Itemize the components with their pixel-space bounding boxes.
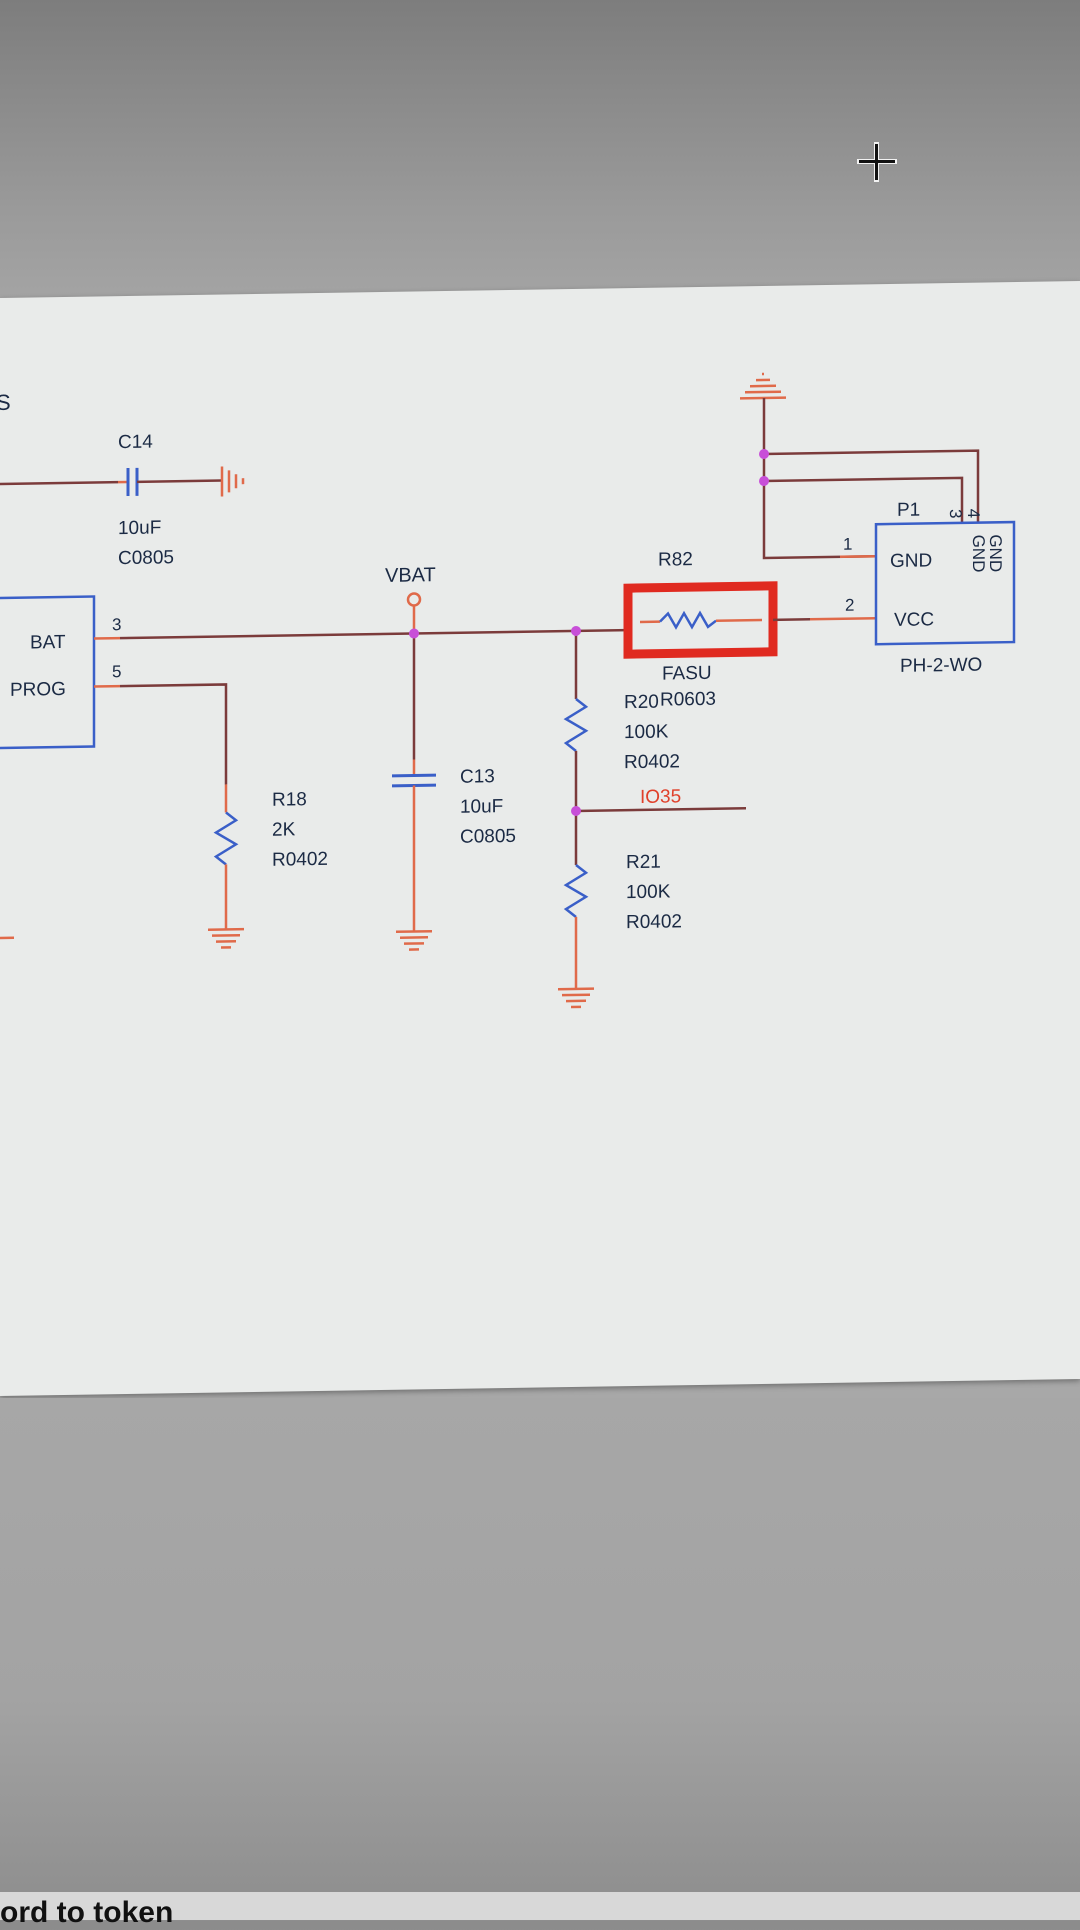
c13-ref: C13 bbox=[460, 766, 495, 788]
r20-resistor[interactable] bbox=[566, 631, 586, 811]
schematic-sheet[interactable]: S C14 10uF C0805 BAT PROG 3 5 bbox=[0, 281, 1080, 1396]
p1-pin3-number: 3 bbox=[946, 509, 965, 519]
cap-plate bbox=[392, 775, 436, 776]
vbat-net-wire[interactable] bbox=[120, 630, 626, 638]
p1-pin4-name: GND bbox=[986, 534, 1005, 572]
ic-pin-bat-number: 3 bbox=[112, 615, 121, 634]
junction-dot bbox=[759, 449, 769, 459]
wire bbox=[764, 396, 876, 558]
r18-footprint: R0402 bbox=[272, 849, 328, 871]
r82-footprint: R0603 bbox=[660, 689, 716, 711]
r82-value: FASU bbox=[662, 663, 712, 685]
c13-value: 10uF bbox=[460, 796, 503, 818]
r20-footprint: R0402 bbox=[624, 751, 680, 773]
ic-body bbox=[0, 597, 94, 749]
wire bbox=[773, 619, 810, 620]
resistor-zigzag bbox=[216, 812, 236, 864]
partial-foreground-text: ord to token bbox=[0, 1896, 173, 1930]
pin bbox=[810, 618, 876, 619]
p1-pin3-name: GND bbox=[969, 534, 988, 572]
resistor-zigzag bbox=[660, 613, 716, 628]
r18-resistor[interactable] bbox=[94, 684, 244, 949]
c14-footprint: C0805 bbox=[118, 547, 174, 569]
monitor-bezel-bottom bbox=[0, 1398, 1080, 1900]
p1-pin1-name: GND bbox=[890, 550, 932, 572]
c14-ref: C14 bbox=[118, 432, 153, 454]
p1-pin1-number: 1 bbox=[843, 535, 852, 554]
r18-ref: R18 bbox=[272, 789, 307, 811]
ic-pin-prog-number: 5 bbox=[112, 662, 121, 681]
r21-footprint: R0402 bbox=[626, 911, 682, 933]
port-icon bbox=[408, 593, 420, 605]
io35-net-label: IO35 bbox=[640, 786, 681, 808]
p1-pin2-name: VCC bbox=[894, 609, 934, 631]
junction-dot bbox=[571, 626, 581, 636]
p1-ground-network[interactable] bbox=[740, 371, 978, 559]
wire bbox=[0, 482, 118, 484]
p1-footprint: PH-2-WO bbox=[900, 655, 982, 677]
c14-capacitor[interactable] bbox=[0, 466, 243, 500]
partial-label: S bbox=[0, 390, 11, 415]
junction-dot bbox=[759, 476, 769, 486]
monitor-bezel-top bbox=[0, 0, 1080, 300]
r20-ref: R20 bbox=[624, 692, 659, 714]
ground-icon bbox=[208, 929, 244, 948]
wire bbox=[764, 478, 962, 526]
c13-capacitor[interactable] bbox=[392, 633, 436, 950]
r18-value: 2K bbox=[272, 819, 296, 840]
ic-pin-prog-name: PROG bbox=[10, 679, 66, 701]
wire bbox=[137, 481, 222, 482]
r21-resistor[interactable] bbox=[558, 811, 594, 1008]
r82-ref: R82 bbox=[658, 549, 693, 571]
r82-resistor-selected[interactable] bbox=[628, 586, 773, 654]
ground-icon bbox=[740, 374, 786, 399]
p1-pin4-number: 4 bbox=[964, 509, 983, 519]
vbat-label: VBAT bbox=[385, 564, 436, 587]
r20-value: 100K bbox=[624, 721, 669, 743]
wire bbox=[120, 684, 226, 786]
pin bbox=[716, 620, 762, 621]
ic-pin-bat-name: BAT bbox=[30, 632, 66, 654]
ground-icon bbox=[558, 989, 594, 1008]
c14-value: 10uF bbox=[118, 517, 161, 539]
p1-connector[interactable]: GND VCC GND GND 1 2 3 4 bbox=[843, 508, 1014, 645]
resistor-zigzag bbox=[566, 699, 586, 751]
io35-net[interactable] bbox=[576, 808, 746, 811]
junction-dot bbox=[571, 806, 581, 816]
ground-icon bbox=[396, 931, 432, 950]
c13-footprint: C0805 bbox=[460, 826, 516, 848]
p1-pin2-number: 2 bbox=[845, 596, 854, 615]
pin bbox=[840, 556, 876, 557]
ground-icon bbox=[222, 466, 243, 496]
junction-dot bbox=[409, 628, 419, 638]
charger-ic[interactable]: BAT PROG 3 5 bbox=[0, 596, 121, 748]
wire bbox=[576, 808, 746, 811]
r21-value: 100K bbox=[626, 881, 671, 903]
r21-ref: R21 bbox=[626, 852, 661, 874]
crosshair-cursor-icon bbox=[855, 140, 899, 184]
schematic-canvas[interactable]: S C14 10uF C0805 BAT PROG 3 5 bbox=[0, 281, 1080, 1396]
resistor-zigzag bbox=[566, 865, 586, 917]
vbat-port[interactable] bbox=[408, 593, 420, 633]
p1-ref: P1 bbox=[897, 500, 920, 521]
wire bbox=[764, 451, 978, 526]
